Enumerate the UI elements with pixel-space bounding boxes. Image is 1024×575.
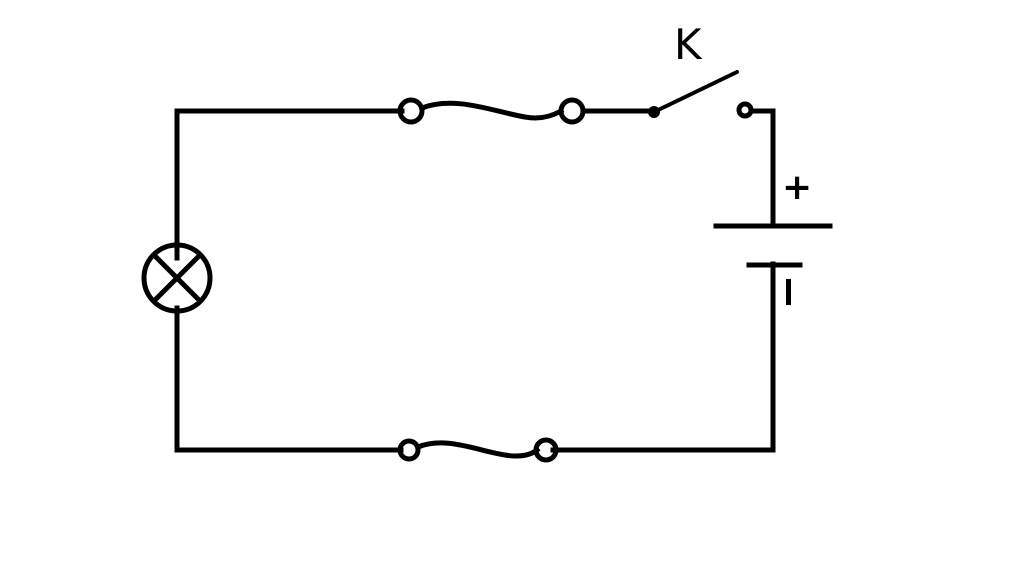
lamp-icon: [141, 242, 213, 314]
terminal-icon: [558, 97, 586, 125]
wire-bottom-left: [174, 305, 404, 453]
top-connector-icon: [397, 97, 586, 125]
switch-contact: [736, 101, 754, 119]
wire-bottom-right: [550, 261, 776, 453]
positive-terminal-label: +: [782, 167, 813, 208]
battery-icon: [713, 223, 833, 268]
negative-terminal-label: −: [786, 279, 791, 305]
wires: [174, 108, 776, 453]
switch-blade: [652, 70, 739, 114]
terminal-icon: [533, 437, 559, 463]
switch-icon: [648, 70, 754, 119]
terminal-icon: [397, 438, 421, 462]
bottom-connector-icon: [397, 437, 559, 463]
wire-top-left: [174, 108, 405, 261]
wire-top-right: [748, 108, 776, 227]
switch-label: K: [674, 20, 702, 69]
terminal-icon: [397, 97, 425, 125]
